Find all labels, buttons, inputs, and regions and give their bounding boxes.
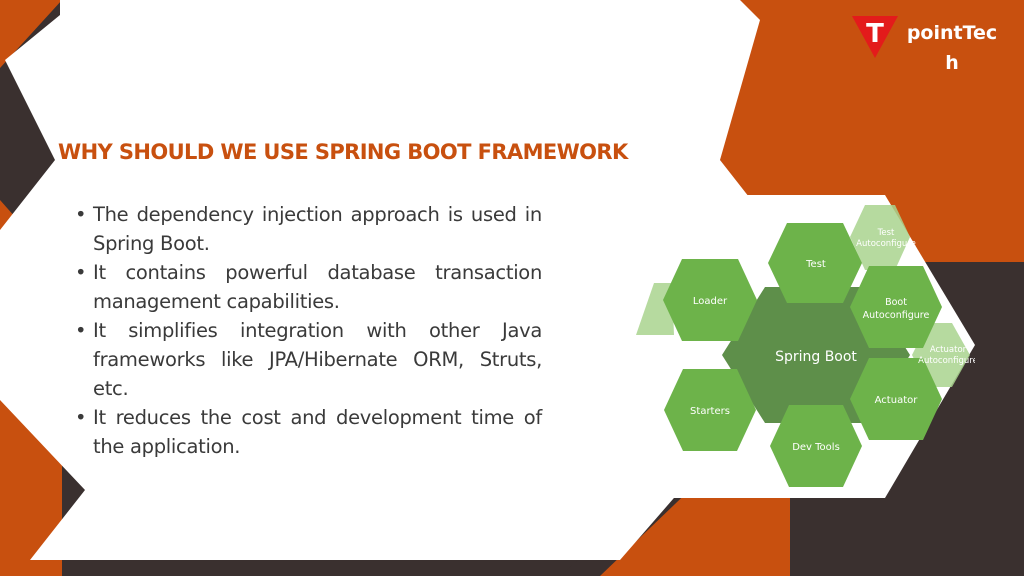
decorative-hex	[850, 205, 910, 270]
bullet-text: It reduces the cost and development time…	[93, 406, 542, 458]
bullet-item: • It simplifies integration with other Ja…	[72, 316, 542, 403]
module-label: Autoconfigure	[918, 356, 978, 366]
bullet-text: It contains powerful database transactio…	[93, 261, 542, 313]
logo-icon: T	[852, 16, 898, 58]
slide-title: WHY SHOULD WE USE SPRING BOOT FRAMEWORK	[58, 140, 628, 164]
module-label: Actuator	[930, 345, 967, 355]
module-label: Test	[805, 259, 826, 270]
module-hex-dev-tools	[770, 405, 862, 487]
module-label: Test	[877, 228, 895, 238]
module-label: Loader	[693, 296, 728, 307]
module-label: Dev Tools	[792, 442, 840, 453]
module-label: Starters	[690, 406, 730, 417]
module-hex-loader	[663, 259, 757, 341]
bullet-item: • It reduces the cost and development tim…	[72, 403, 542, 461]
module-label: Boot	[885, 297, 907, 308]
bullet-dot: •	[75, 203, 87, 226]
module-label: Actuator	[875, 395, 919, 406]
module-hex-starters	[664, 369, 756, 451]
module-label: Autoconfigure	[863, 310, 930, 321]
brand-name: pointTech	[906, 22, 998, 74]
module-hex-boot-autoconfigure	[850, 266, 942, 348]
module-hex-actuator	[850, 358, 942, 440]
bullet-dot: •	[75, 406, 87, 429]
svg-text:T: T	[866, 19, 884, 49]
brand-logo[interactable]: T	[850, 14, 1010, 74]
center-label: Spring Boot	[775, 349, 857, 365]
bullet-text: It simplifies integration with other Jav…	[93, 319, 542, 400]
bullet-item: • The dependency injection approach is us…	[72, 200, 542, 258]
bullet-item: • It contains powerful database transacti…	[72, 258, 542, 316]
spring-boot-diagram: Spring Boot Test Loader Boot Autoconfigu…	[636, 205, 978, 487]
module-label: Autoconfigure	[856, 239, 916, 249]
bullet-text: The dependency injection approach is use…	[93, 203, 542, 255]
bullet-dot: •	[75, 261, 87, 284]
bullet-dot: •	[75, 319, 87, 342]
module-hex-test	[768, 223, 862, 303]
bullet-list: • The dependency injection approach is us…	[72, 200, 542, 461]
decorative-hex	[636, 283, 674, 335]
